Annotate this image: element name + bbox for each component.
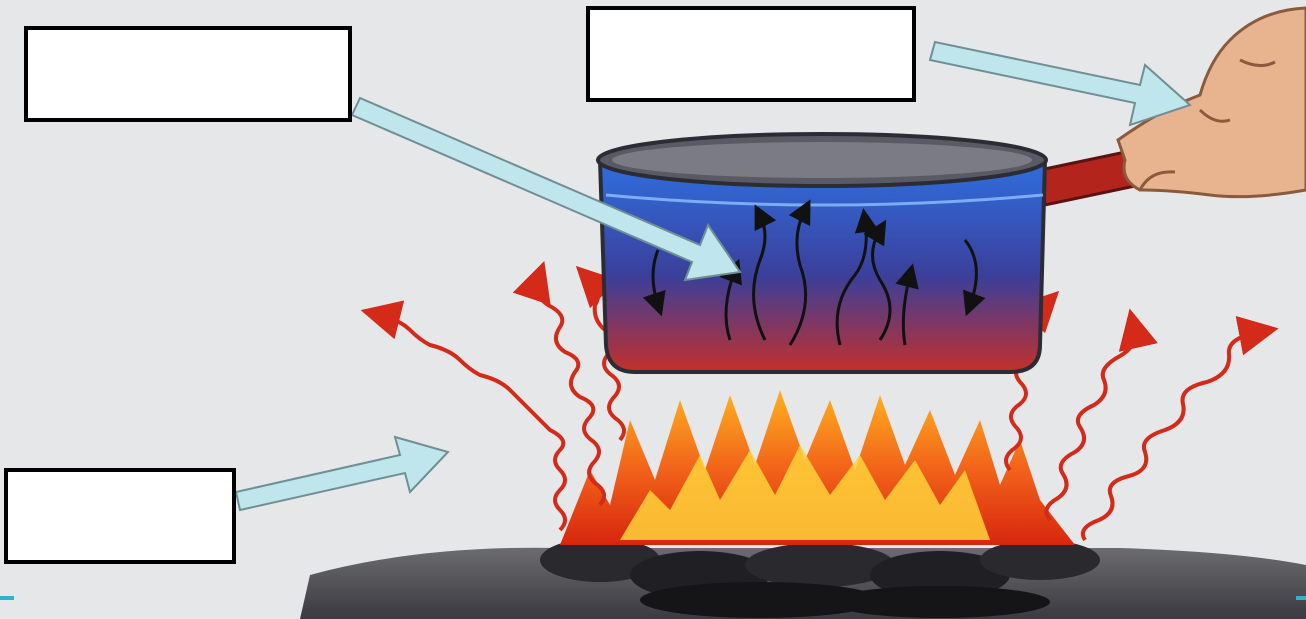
flame-icon [560,390,1075,545]
pointer-arrow-icon [930,42,1190,125]
radiation-label-box[interactable] [4,468,236,564]
edge-accent-right [1296,596,1306,600]
pointer-arrows [236,42,1190,510]
conduction-label-box[interactable] [586,6,916,102]
edge-accent-left [0,596,14,600]
pointer-arrow-icon [236,437,448,510]
wavy-arrow-icon [380,315,565,530]
wavy-arrow-icon [1046,328,1134,520]
convection-label-box[interactable] [24,26,352,122]
